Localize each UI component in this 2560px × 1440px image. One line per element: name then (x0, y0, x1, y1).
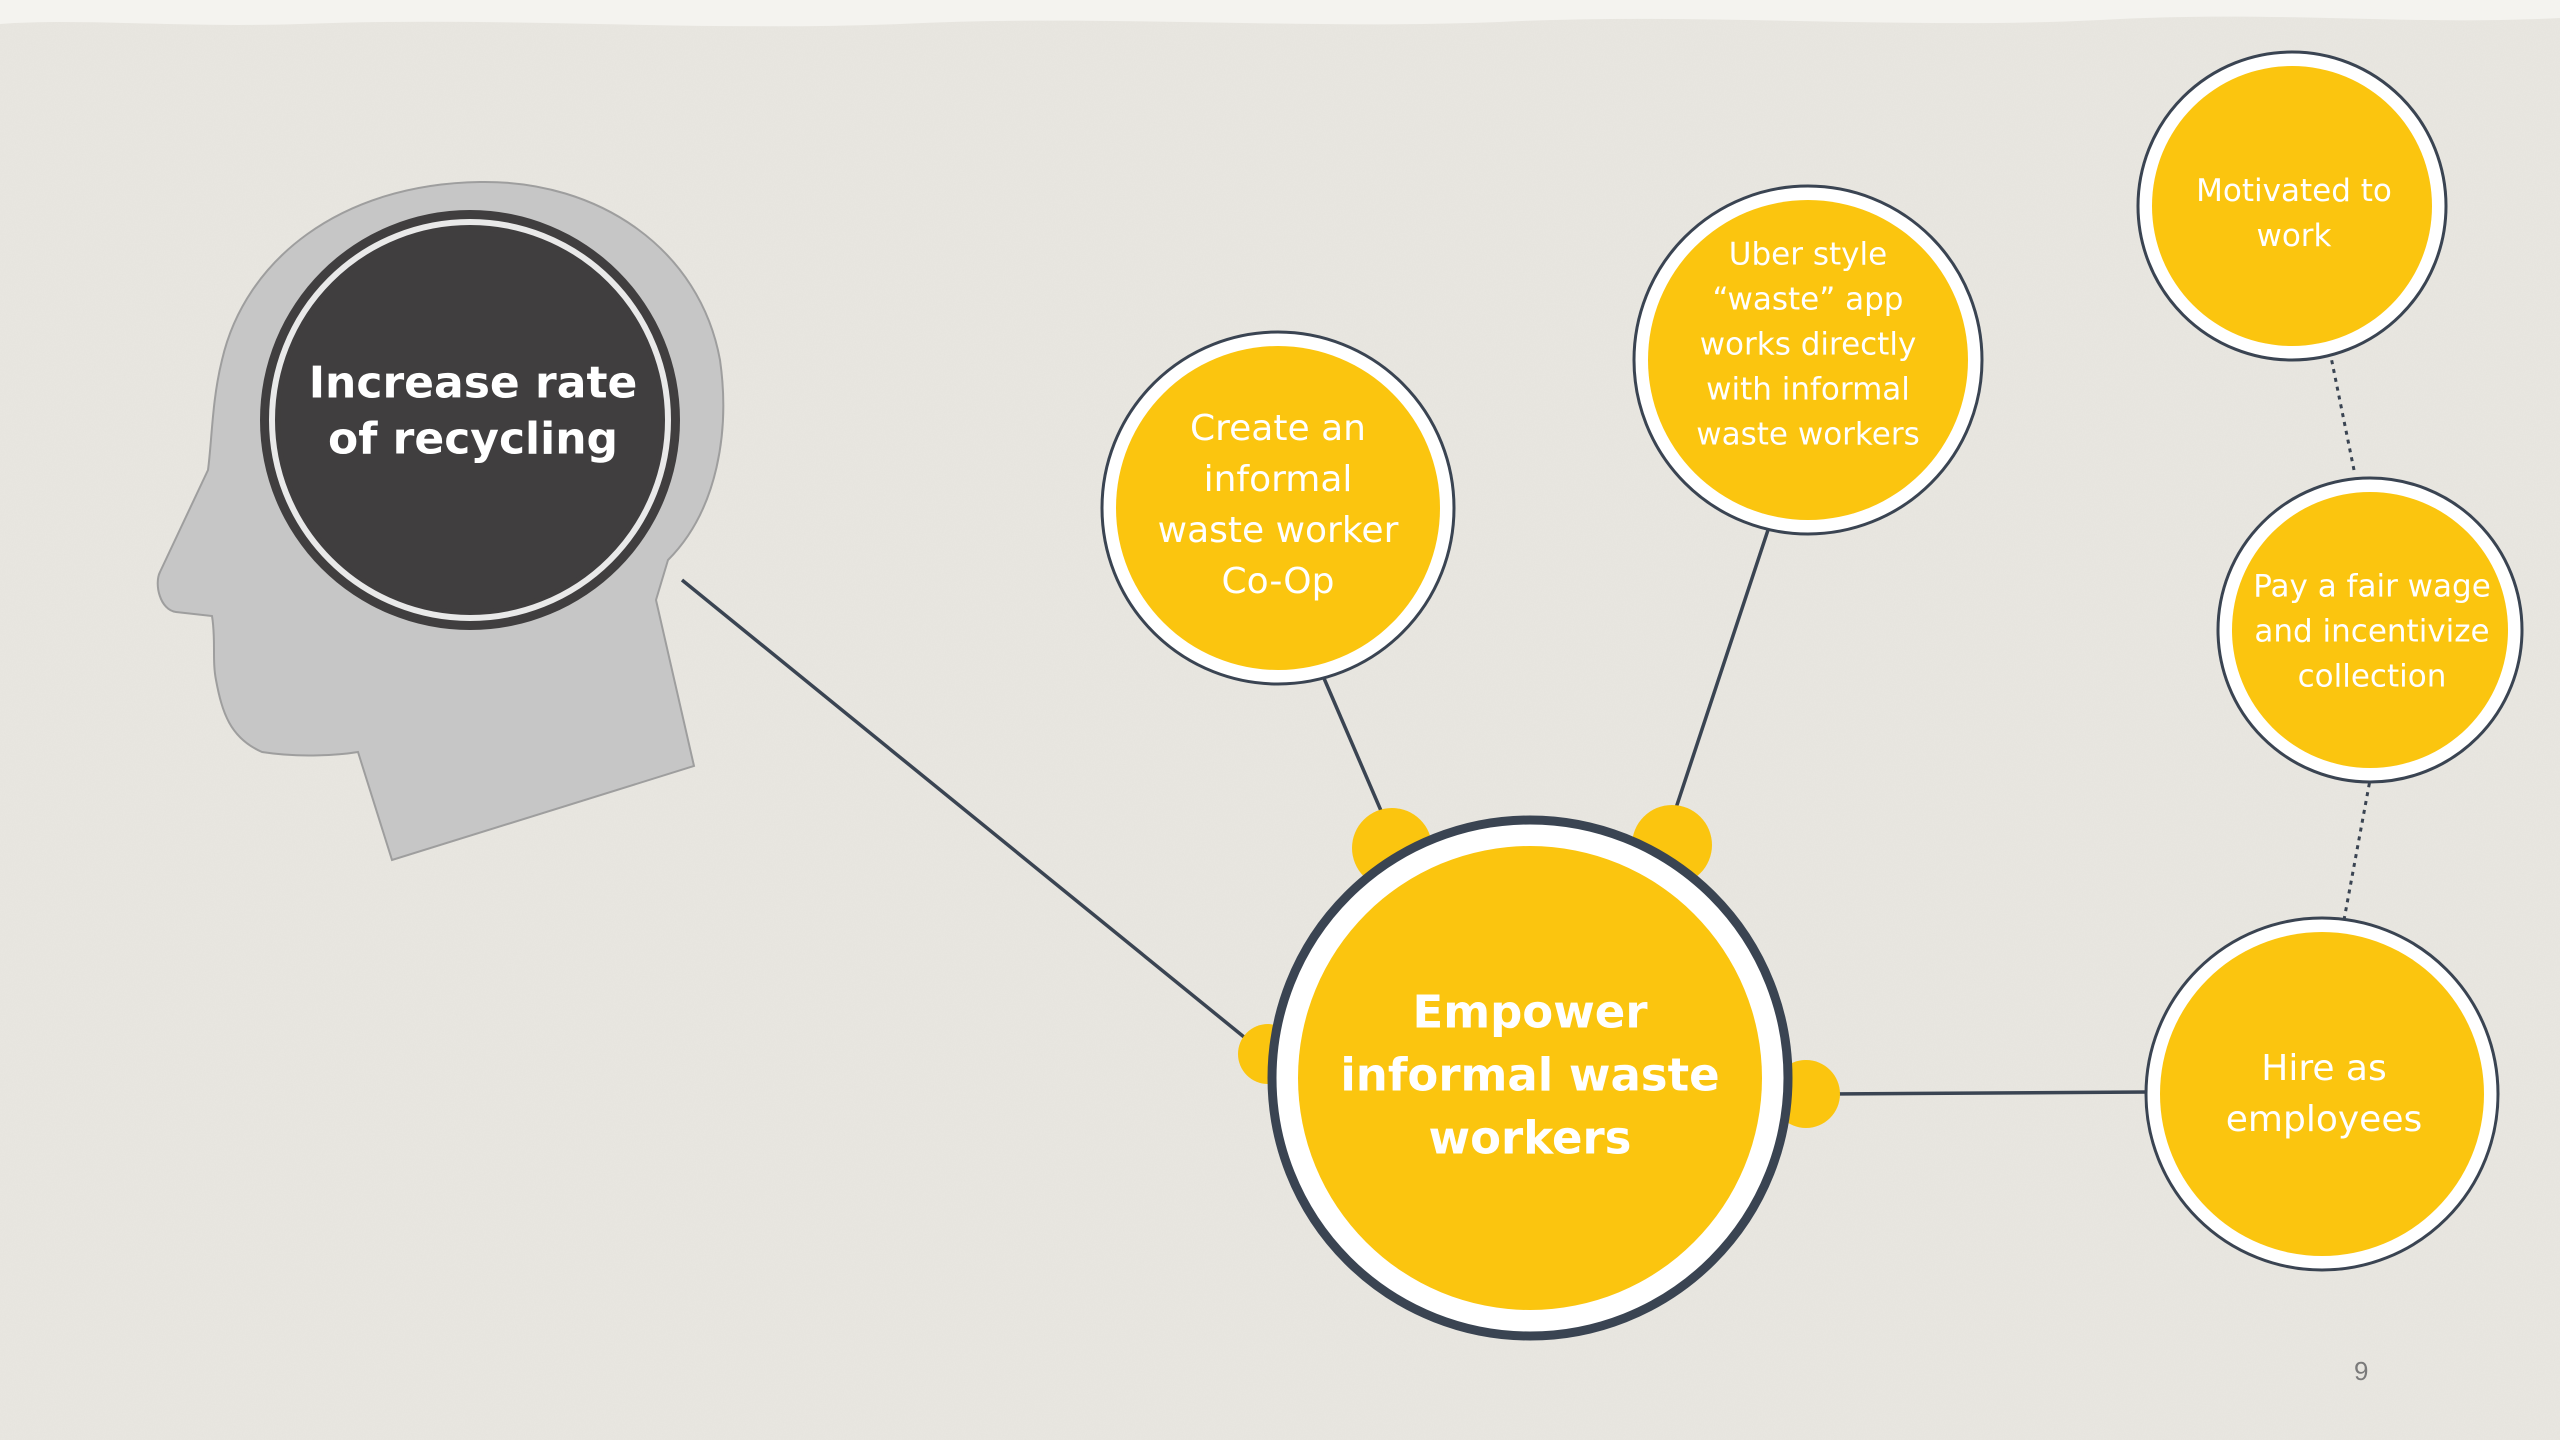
head-circle-inner-ring (269, 219, 671, 621)
uber-app-node-fill (1648, 200, 1968, 520)
fair-wage-node-fill (2232, 492, 2508, 768)
uber-app-label: Uber style “waste” app works directly wi… (1696, 236, 1920, 453)
connector-wage-to-motivated-dotted (2328, 351, 2356, 471)
fair-wage-label: Pay a fair wage and incentivize collecti… (2253, 568, 2491, 695)
coop-label: Create an informal waste worker Co-Op (1157, 407, 1399, 603)
hub-label: Empower informal waste workers (1340, 985, 1720, 1165)
hire-label: Hire as employees (2225, 1047, 2423, 1140)
connector-hire-to-wage-dotted (2342, 779, 2372, 921)
head-circle (280, 230, 660, 610)
connector-hub-to-hire (1827, 1090, 2149, 1096)
connector-head-to-hub (680, 578, 1262, 1052)
hub-node-fill (1298, 846, 1762, 1310)
head-label: Increase rate of recycling (308, 357, 638, 465)
connector-coop-to-hub (1321, 675, 1387, 821)
torn-top-edge (0, 0, 2560, 27)
motivated-node-fill (2152, 66, 2432, 346)
page-number: 9 (2354, 1356, 2369, 1386)
coop-node-fill (1116, 346, 1440, 670)
hire-node-fill (2160, 932, 2484, 1256)
connector-app-to-hub (1670, 529, 1770, 821)
motivated-label: Motivated to work (2196, 173, 2392, 254)
